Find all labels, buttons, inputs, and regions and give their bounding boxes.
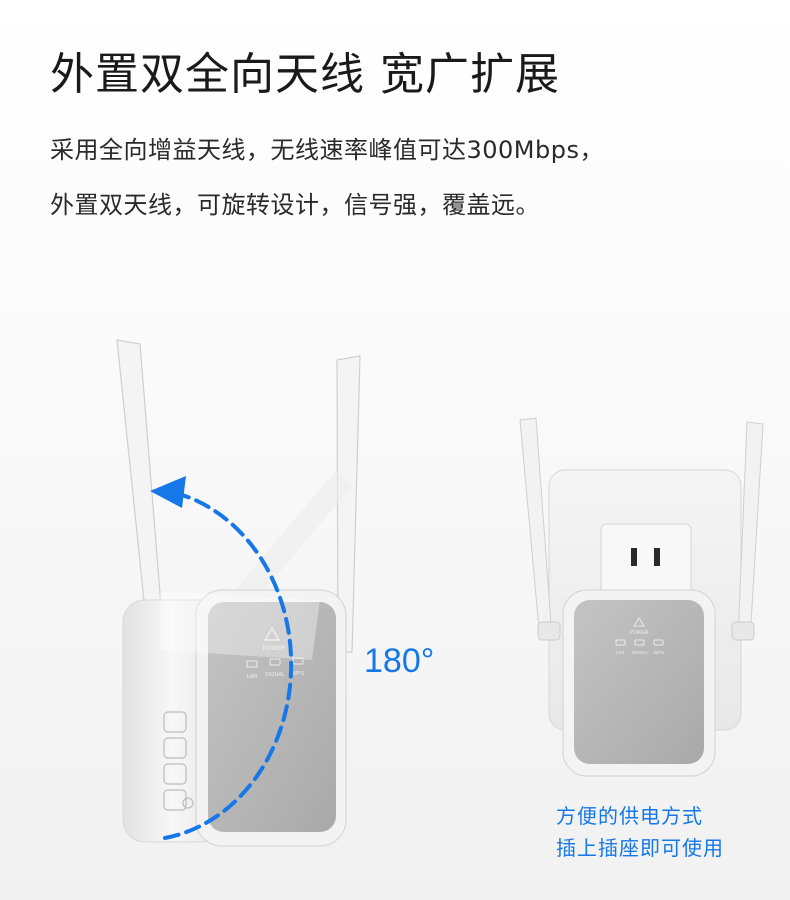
description-line-2: 外置双天线，可旋转设计，信号强，覆盖远。 — [50, 191, 540, 219]
caption-line-2: 插上插座即可使用 — [556, 836, 724, 860]
right-antenna-upright — [336, 355, 361, 653]
lan-led — [246, 660, 258, 668]
wall-mounted-repeater: POWER LAN SIGNAL WPS — [519, 417, 764, 777]
side-vents — [163, 711, 194, 811]
rotation-arrow-icon — [150, 476, 294, 840]
wall-antenna-left — [519, 417, 553, 641]
description-line-1: 采用全向增益天线，无线速率峰值可达300Mbps， — [50, 136, 604, 164]
rotation-angle-label: 180° — [364, 642, 435, 680]
svg-text:WPS: WPS — [654, 650, 664, 655]
svg-text:SIGNAL: SIGNAL — [632, 650, 649, 655]
signal-led — [269, 658, 281, 666]
signal-label: SIGNAL — [265, 672, 285, 678]
wall-antenna-right — [737, 421, 764, 641]
wps-led — [292, 657, 304, 665]
svg-text:POWER: POWER — [630, 630, 649, 636]
warning-triangle-icon — [263, 626, 281, 641]
left-repeater: POWER LAN SIGNAL WPS — [116, 339, 361, 847]
left-antenna-upright — [116, 339, 163, 621]
power-label: POWER — [263, 646, 286, 652]
wall-device-panel — [574, 600, 704, 764]
svg-text:LAN: LAN — [616, 650, 625, 655]
lan-label: LAN — [247, 674, 258, 680]
wps-label: WPS — [292, 671, 305, 677]
wall-outlet-icon — [600, 523, 692, 595]
page-title: 外置双全向天线 宽广扩展 — [50, 49, 560, 100]
caption-line-1: 方便的供电方式 — [556, 804, 703, 828]
left-device-panel — [208, 602, 336, 832]
